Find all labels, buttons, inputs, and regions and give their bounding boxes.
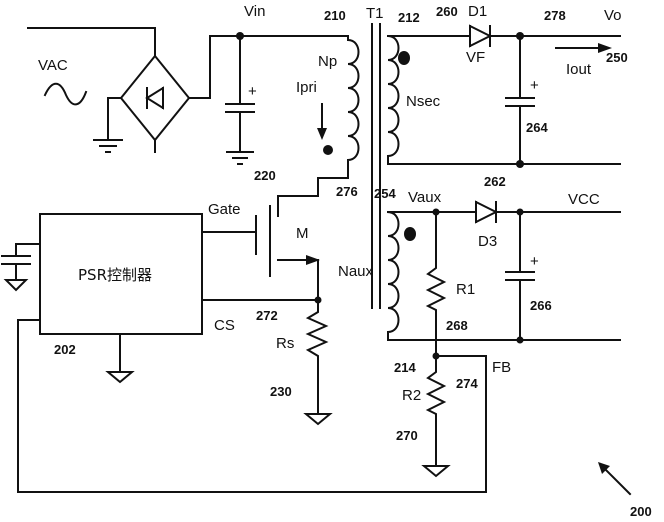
label-vin: Vin bbox=[244, 3, 265, 20]
label-r2: R2 bbox=[402, 387, 421, 404]
label-rs: Rs bbox=[276, 335, 294, 352]
mosfet-m-icon bbox=[269, 195, 319, 277]
ref-210: 210 bbox=[324, 8, 346, 23]
label-np: Np bbox=[318, 53, 337, 70]
ground-icon-controller-cap bbox=[3, 279, 29, 292]
ac-source-icon bbox=[43, 82, 88, 106]
resistor-rs-icon bbox=[305, 299, 329, 415]
label-naux: Naux bbox=[338, 263, 374, 280]
label-t1: T1 bbox=[366, 5, 384, 22]
ref-254: 254 bbox=[374, 186, 396, 201]
plus-sign-output-cap: + bbox=[530, 77, 539, 94]
wire-fb-node bbox=[435, 355, 487, 371]
ref-276: 276 bbox=[336, 184, 358, 199]
primary-winding-np bbox=[277, 35, 360, 197]
mosfet-arrow-icon bbox=[306, 255, 320, 265]
resistor-r2-icon bbox=[425, 355, 447, 467]
label-gate: Gate bbox=[208, 201, 241, 218]
ref-272: 272 bbox=[256, 308, 278, 323]
primary-dot-marker bbox=[323, 145, 333, 155]
wire-ac-top bbox=[27, 27, 156, 57]
ground-icon-controller bbox=[105, 371, 135, 384]
aux-winding-naux bbox=[386, 210, 621, 341]
mosfet-section bbox=[255, 195, 333, 426]
ref-274: 274 bbox=[456, 376, 478, 391]
ref-260: 260 bbox=[436, 4, 458, 19]
label-cs: CS bbox=[214, 317, 235, 334]
label-vf: VF bbox=[466, 49, 485, 66]
ref-266: 266 bbox=[530, 298, 552, 313]
ref-202: 202 bbox=[54, 342, 76, 357]
label-vac: VAC bbox=[38, 57, 68, 74]
label-iout: Iout bbox=[566, 61, 592, 78]
wire-fb-return bbox=[17, 319, 487, 493]
figure-ref-arrow-icon bbox=[598, 462, 610, 474]
plus-sign-input-cap: + bbox=[248, 83, 257, 100]
plus-sign-vcc-cap: + bbox=[530, 253, 539, 270]
ground-icon-bridge bbox=[93, 139, 123, 153]
ground-icon-input-cap bbox=[226, 151, 254, 165]
aux-dot-marker bbox=[404, 227, 416, 241]
transformer-core-icon bbox=[371, 23, 381, 309]
psr-controller bbox=[1, 213, 487, 493]
label-r1: R1 bbox=[456, 281, 475, 298]
wire-bridge-left bbox=[107, 97, 122, 141]
iout-arrow-icon bbox=[598, 43, 612, 53]
resistor-r1-icon bbox=[425, 211, 447, 357]
bridge-rectifier-icon bbox=[119, 54, 191, 142]
ref-262: 262 bbox=[484, 174, 506, 189]
label-fb: FB bbox=[492, 359, 511, 376]
bridge-diode-symbol bbox=[145, 86, 164, 110]
ground-icon-rs bbox=[303, 413, 333, 426]
label-d3: D3 bbox=[478, 233, 497, 250]
secondary-winding-nsec bbox=[386, 34, 400, 158]
output-capacitor-icon bbox=[505, 35, 535, 165]
label-vo: Vo bbox=[604, 7, 622, 24]
label-d1: D1 bbox=[468, 3, 487, 20]
label-controller: PSR控制器 bbox=[78, 266, 152, 284]
input-capacitor-icon bbox=[225, 35, 255, 153]
label-nsec: Nsec bbox=[406, 93, 441, 110]
ref-268: 268 bbox=[446, 318, 468, 333]
ground-icon-r2 bbox=[421, 465, 451, 478]
ref-264: 264 bbox=[526, 120, 548, 135]
vcc-capacitor-icon bbox=[505, 211, 535, 341]
label-vaux: Vaux bbox=[408, 189, 442, 206]
wire-sec-bottom bbox=[387, 155, 621, 165]
ref-270: 270 bbox=[396, 428, 418, 443]
label-vcc: VCC bbox=[568, 191, 600, 208]
secondary-section bbox=[386, 24, 621, 168]
auxiliary-section bbox=[386, 200, 621, 478]
ref-200: 200 bbox=[630, 504, 652, 519]
diode-d1-icon bbox=[469, 24, 493, 48]
ipri-arrow-icon bbox=[317, 128, 327, 140]
secondary-dot-marker bbox=[398, 51, 410, 65]
label-ipri: Ipri bbox=[296, 79, 317, 96]
ref-220: 220 bbox=[254, 168, 276, 183]
label-m: M bbox=[296, 225, 309, 242]
ref-250: 250 bbox=[606, 50, 628, 65]
ref-278: 278 bbox=[544, 8, 566, 23]
transformer-primary bbox=[277, 35, 360, 197]
ref-214: 214 bbox=[394, 360, 416, 375]
ref-212: 212 bbox=[398, 10, 420, 25]
ref-230: 230 bbox=[270, 384, 292, 399]
vcc-cap-controller-icon bbox=[1, 243, 41, 281]
diode-d3-icon bbox=[475, 200, 499, 224]
ac-input-section bbox=[27, 27, 349, 165]
wire-bridge-to-vin bbox=[188, 35, 349, 99]
